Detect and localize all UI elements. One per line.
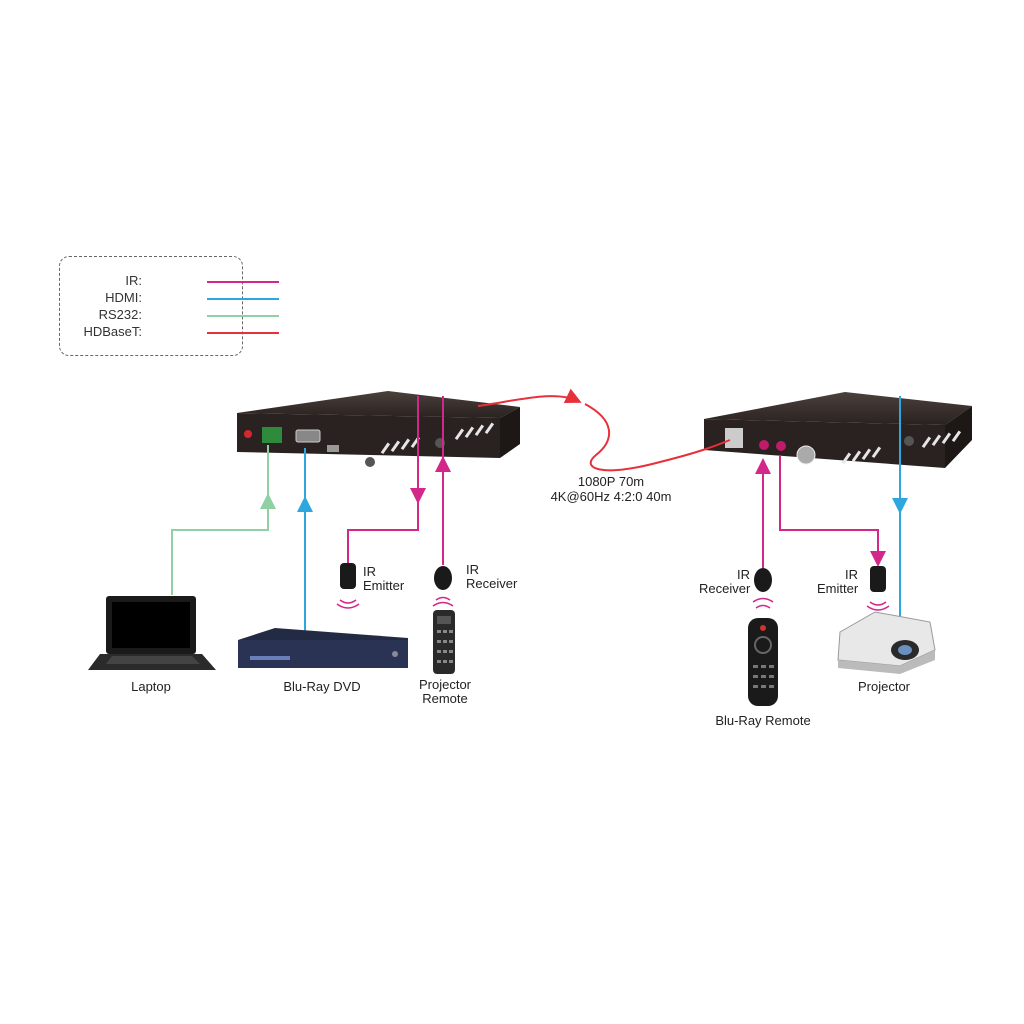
- ir-emitter-cable-rx: [779, 456, 886, 567]
- legend-label-ir: IR:: [125, 273, 142, 288]
- legend-label-rs232: RS232:: [98, 307, 142, 322]
- bluray-remote-icon: [748, 618, 778, 706]
- hdbaset-cable-tx: [477, 388, 582, 407]
- receiver-box: [704, 392, 972, 468]
- ir-receiver-icon: [752, 568, 774, 609]
- bluray-remote-label: Blu-Ray Remote: [715, 713, 811, 728]
- laptop-icon: [88, 596, 216, 670]
- cable-spec-line1: 1080P 70m: [577, 474, 645, 489]
- ir-receiver-icon: [432, 566, 454, 607]
- rx-ir-receiver-label-2: Receiver: [699, 581, 751, 596]
- projector-icon: [837, 611, 936, 674]
- switch-icon: [327, 445, 339, 452]
- legend-label-hdbaset: HDBaseT:: [83, 324, 142, 339]
- ir-port-icon: [776, 441, 786, 451]
- hdmi-port-icon: [295, 429, 321, 443]
- bluray-label: Blu-Ray DVD: [283, 679, 361, 694]
- rx-ir-emitter-label-2: Emitter: [817, 581, 859, 596]
- rs232-port-icon: [262, 427, 282, 443]
- dc-power-port-icon: [796, 445, 816, 465]
- projector-remote-label-1: Projector: [418, 677, 472, 692]
- power-led-icon: [244, 430, 252, 438]
- tx-ir-emitter-label-1: IR: [363, 564, 376, 579]
- tx-ir-receiver-label-1: IR: [466, 562, 479, 577]
- legend-line-hdmi: [207, 298, 279, 300]
- laptop-label: Laptop: [131, 679, 171, 694]
- legend-line-hdbaset: [207, 332, 279, 334]
- rx-ir-emitter-label-1: IR: [845, 567, 858, 582]
- ir-emitter-icon: [866, 566, 890, 611]
- transmitter-box: [237, 391, 520, 467]
- rs232-cable: [171, 493, 276, 595]
- hdbaset-port-icon: [725, 428, 743, 448]
- rx-ir-receiver-label-1: IR: [737, 567, 750, 582]
- legend: IR: HDMI: RS232: HDBaseT:: [59, 256, 279, 356]
- ir-port-icon: [759, 440, 769, 450]
- tx-ir-emitter-label-2: Emitter: [363, 578, 405, 593]
- hdbaset-cable-rx: [584, 403, 731, 472]
- bluray-player-icon: [238, 628, 408, 668]
- tx-ir-receiver-label-2: Receiver: [466, 576, 518, 591]
- projector-remote-label-2: Remote: [422, 691, 468, 706]
- projector-label: Projector: [857, 679, 911, 694]
- ir-emitter-icon: [336, 563, 360, 609]
- legend-line-rs232: [207, 315, 279, 317]
- legend-line-ir: [207, 281, 279, 283]
- projector-remote-icon: [433, 610, 455, 674]
- cable-spec-line2: 4K@60Hz 4:2:0 40m: [550, 489, 672, 504]
- legend-label-hdmi: HDMI:: [105, 290, 142, 305]
